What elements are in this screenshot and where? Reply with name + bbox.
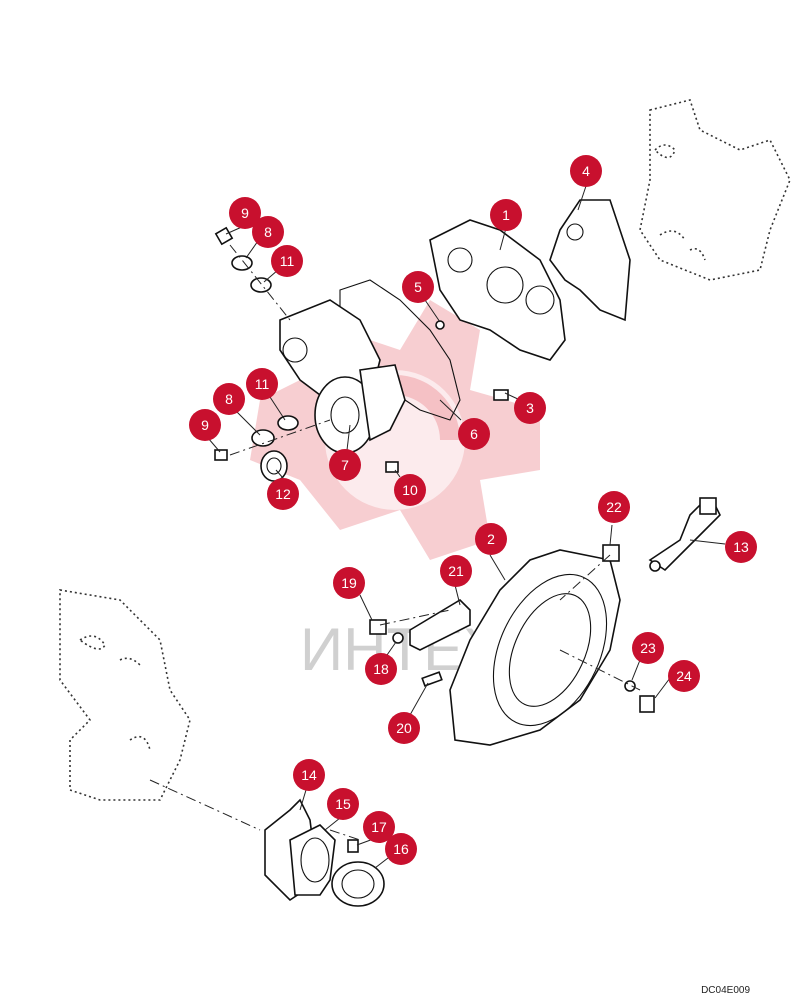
callout-16: 16 <box>385 833 417 865</box>
svg-text:5: 5 <box>414 279 422 295</box>
svg-text:3: 3 <box>526 400 534 416</box>
svg-text:23: 23 <box>640 640 656 656</box>
callout-2: 2 <box>475 523 507 555</box>
callout-24: 24 <box>668 660 700 692</box>
svg-text:6: 6 <box>470 426 478 442</box>
callout-15: 15 <box>327 788 359 820</box>
callout-9-lower: 9 <box>189 409 221 441</box>
callout-20: 20 <box>388 712 420 744</box>
svg-text:9: 9 <box>241 205 249 221</box>
callout-22: 22 <box>598 491 630 523</box>
callout-18: 18 <box>365 653 397 685</box>
gear-case-part <box>429 219 566 361</box>
callout-19: 19 <box>333 567 365 599</box>
sensor-part <box>648 497 721 572</box>
callout-14: 14 <box>293 759 325 791</box>
callout-17: 17 <box>363 811 395 843</box>
flywheel-housing-part <box>449 549 621 746</box>
rear-seal-housing-part <box>264 798 336 902</box>
svg-text:11: 11 <box>280 253 295 269</box>
svg-text:1: 1 <box>502 207 510 223</box>
svg-text:21: 21 <box>448 563 464 579</box>
callout-3: 3 <box>514 392 546 424</box>
svg-text:9: 9 <box>201 417 209 433</box>
svg-text:8: 8 <box>225 391 233 407</box>
callout-11-lower: 11 <box>246 368 278 400</box>
callout-13: 13 <box>725 531 757 563</box>
svg-text:10: 10 <box>402 482 418 498</box>
callout-4: 4 <box>570 155 602 187</box>
svg-text:17: 17 <box>371 819 387 835</box>
leader-lines <box>207 185 726 869</box>
callout-9-upper: 9 <box>229 197 261 229</box>
oil-seal-part <box>331 839 385 907</box>
svg-text:11: 11 <box>255 376 270 392</box>
svg-text:22: 22 <box>606 499 622 515</box>
callout-8-lower: 8 <box>213 383 245 415</box>
callout-21: 21 <box>440 555 472 587</box>
svg-text:16: 16 <box>393 841 409 857</box>
callout-8-upper: 8 <box>252 216 284 248</box>
callout-5: 5 <box>402 271 434 303</box>
front-cover-part <box>279 299 406 454</box>
callout-7: 7 <box>329 449 361 481</box>
callout-12: 12 <box>267 478 299 510</box>
svg-text:19: 19 <box>341 575 357 591</box>
svg-text:12: 12 <box>275 486 291 502</box>
gear-case-plate-part <box>549 199 631 322</box>
svg-text:15: 15 <box>335 796 351 812</box>
center-lines <box>149 244 641 841</box>
svg-text:2: 2 <box>487 531 495 547</box>
engine-block-upper <box>639 99 791 281</box>
engine-block-lower <box>59 589 191 801</box>
svg-text:20: 20 <box>396 720 412 736</box>
small-parts-lower <box>369 544 655 713</box>
callouts: 1 2 3 4 5 6 7 8 8 9 9 10 11 11 12 13 14 … <box>189 155 757 865</box>
callout-11-upper: 11 <box>271 245 303 277</box>
svg-text:7: 7 <box>341 457 349 473</box>
svg-text:13: 13 <box>733 539 749 555</box>
svg-text:4: 4 <box>582 163 590 179</box>
svg-text:14: 14 <box>301 767 317 783</box>
svg-text:8: 8 <box>264 224 272 240</box>
svg-text:24: 24 <box>676 668 692 684</box>
svg-text:18: 18 <box>373 661 389 677</box>
callout-6: 6 <box>458 418 490 450</box>
callout-1: 1 <box>490 199 522 231</box>
drawing-code: DC04E009 <box>701 985 750 996</box>
callout-10: 10 <box>394 474 426 506</box>
cover-plate-part <box>409 598 471 651</box>
callout-23: 23 <box>632 632 664 664</box>
